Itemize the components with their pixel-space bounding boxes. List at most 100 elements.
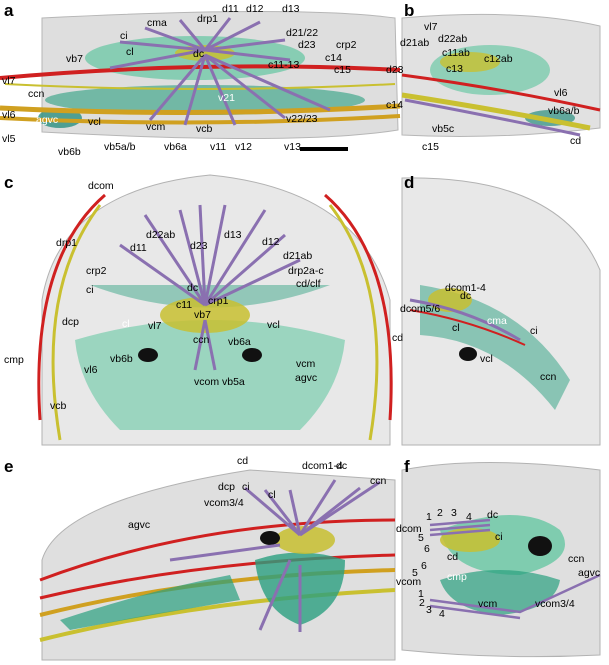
label-a-cl: cl [126,46,134,58]
label-d-agvc: cd [570,135,581,147]
label-a-vcm: vcm [146,121,166,133]
panel-letter-e: d [404,173,414,192]
label-e-cl: cma [487,315,507,327]
label-a-vcl: vcl [88,116,101,128]
label-c-drp1: vcom3/4 [204,497,244,509]
label-b-d13: vcl [267,319,280,331]
label-f-2-bottom: 2 [419,597,425,609]
label-a-agvc: agvc [36,114,58,126]
label-a-d12: d12 [246,3,264,15]
label-b-vl6: drp1 [56,237,77,249]
label-a-d13: d13 [282,3,300,15]
label-f-dcom: dcom [396,523,422,535]
label-d-vcm: c14 [386,99,403,111]
label-c-dcom: cd [237,455,248,467]
label-a-c15: c15 [334,64,351,76]
label-f-vcom: vcom [396,576,421,588]
label-f-agvc: agvc [578,567,600,579]
label-e-dcom1-4: dc [460,290,471,302]
label-c-d12: ci [242,481,250,493]
label-c-d11: cl [268,489,276,501]
label-d-dcom1-4: vl7 [424,21,438,33]
label-b-vb6a-b: crp2 [86,265,107,277]
label-a-v12: v12 [235,141,252,153]
panel-d: b vl7 d21ab d22ab c11ab c12ab d23 c13 vl… [386,1,601,153]
label-e-dc: dcom5/6 [400,303,440,315]
label-f-ccn: ccn [568,553,585,565]
label-a-c14: c14 [325,52,342,64]
label-a-vb6a: vb6a [164,141,187,153]
panel-letter-b: c [4,173,13,192]
panel-a: a cma drp1 d11 d12 d13 ci dc d21/22 d23 … [0,1,401,158]
label-b-d11: vb7 [194,309,211,321]
label-e-dcp: cd [392,332,403,344]
label-d-vcom1-4: c15 [422,141,439,153]
label-d-ci: c13 [446,63,463,75]
label-a-vb6b: vb6b [58,146,81,158]
label-b-c13: d21ab [283,250,312,262]
label-b-vtf: vb6a [228,336,251,348]
panel-letter-f: f [404,457,410,476]
label-b-c15: cd/clf [296,278,321,290]
label-f-dc: dc [487,509,498,521]
label-a-vb5a-b: vb5a/b [104,141,136,153]
label-f-cmp: cmp [447,571,467,583]
label-f-3-bottom: 3 [426,604,432,616]
label-f-2-top: 2 [437,507,443,519]
label-b-dcp: ccn [193,334,210,346]
label-d-cl: c12ab [484,53,513,65]
label-b-c11ab: d13 [224,229,242,241]
label-e-agvc: ccn [540,371,557,383]
label-f-cd: cd [447,551,458,563]
panel-letter-a: a [4,1,14,20]
label-a-d23: d23 [298,39,316,51]
label-a-vl6: vl6 [2,109,16,121]
label-b-drp1: vcom [194,376,219,388]
label-b-c14: drp2a-c [288,265,324,277]
label-d-dc: d21ab [400,37,429,49]
label-b-c12ab: d12 [262,236,280,248]
label-b-d22ab: d22ab [146,229,175,241]
label-b-ccn: vl6 [84,364,98,376]
label-d-ccn: vb6a/b [548,105,580,117]
label-f-vcom3-4: vcom3/4 [535,598,575,610]
label-a-c11-13: c11-13 [268,59,299,71]
label-a-v13: v13 [284,141,301,153]
label-a-d11: d11 [222,3,239,15]
label-d-cma: d23 [386,64,404,76]
panel-c: e cd dcom1-4 dc dcp ci cl ccn vcom3/4 ag… [4,455,396,661]
label-b-d23: d11 [130,242,147,254]
label-b-vb5c: ci [86,284,94,296]
label-b-ci: vl7 [148,320,162,332]
label-a-ci: ci [120,30,128,42]
panel-b: c dcom d23 d22ab d13 d12 d11 d21ab drp1 … [4,173,393,446]
label-a-drp1: drp1 [197,13,218,25]
label-d-cd: c11ab [442,47,470,59]
label-e-ci: cl [452,322,460,334]
label-e-cd: dcom1-4 [445,282,486,294]
label-b-dc: c11 [176,299,192,311]
label-c-crp2: agvc [128,519,150,531]
label-b-crp2ab: agvc [295,372,317,384]
label-e-vcom3-4: vcl [480,353,493,365]
label-b-crp1: vcm [296,358,316,370]
label-f-5-bottom: 5 [412,567,418,579]
label-f-vcm: vcm [478,598,498,610]
label-a-vl5: vl5 [2,133,16,145]
label-a-v22-23: v22/23 [286,113,318,125]
label-c-d23: dcom1-4 [302,460,343,472]
label-a-vl7: vl7 [2,75,16,87]
label-b-agvc: vcb [50,400,67,412]
label-a-v21: v21 [218,92,235,104]
panel-e: d dcom1-4 dc dcom5/6 cd cl cma ci vcl cc… [392,173,601,446]
panel-f: f 1 2 3 4 dc dcom 5 ci 6 cd 6 ccn 5 cmp … [396,457,601,658]
label-a-vb7: vb7 [66,53,83,65]
label-b-d12: crp1 [208,295,229,307]
label-e-ccn: ci [530,325,538,337]
label-b-vb5p: vb6b [110,353,133,365]
label-b-drp2a-c: vb5a [222,376,245,388]
label-d-dcom5-6: d22ab [438,33,467,45]
label-c-d21ab: ccn [370,475,387,487]
panel-letter-c: e [4,457,13,476]
